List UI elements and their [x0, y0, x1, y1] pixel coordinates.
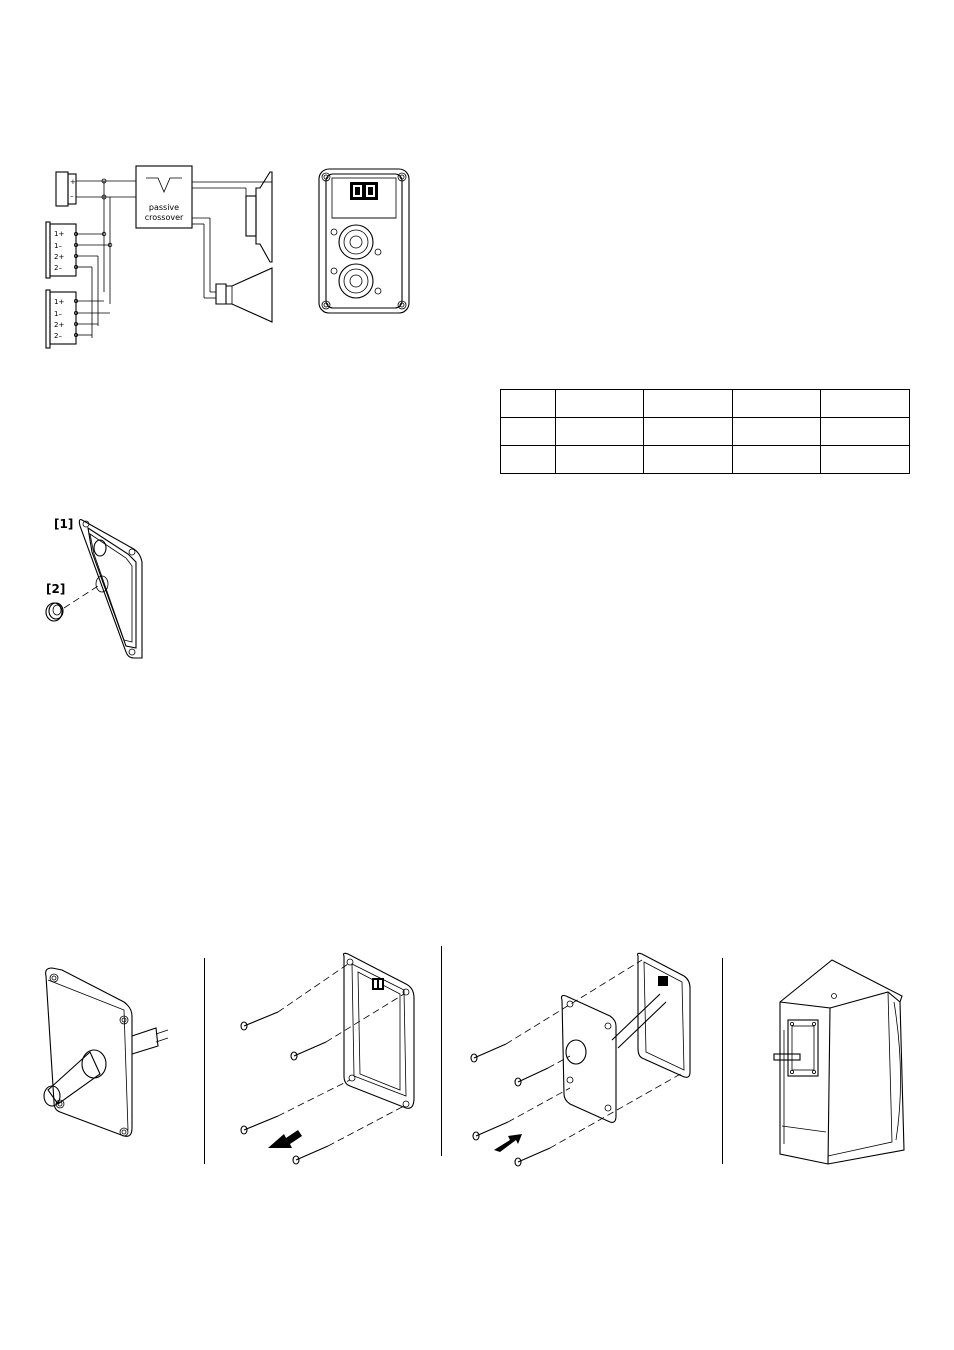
- arrow-out-icon: [268, 1130, 302, 1148]
- table-cell: [555, 417, 644, 446]
- table-cell: [500, 417, 556, 446]
- speakon-socket-1: [330, 224, 382, 260]
- table-cell: [643, 445, 733, 474]
- install-step-4: [773, 959, 905, 1165]
- install-step-2: [240, 952, 415, 1165]
- block-b-t2: 1–: [54, 310, 62, 318]
- table-row: [500, 417, 910, 446]
- spec-table: [500, 389, 910, 474]
- top-terminal-plus: +: [70, 178, 76, 186]
- connector-panel: [318, 168, 410, 314]
- table-cell: [555, 445, 644, 474]
- woofer-driver: [245, 171, 273, 263]
- screw: [470, 1043, 507, 1063]
- speakon-socket-2: [330, 263, 382, 299]
- block-b-t4: 2–: [54, 332, 62, 340]
- wiring-diagram: + – passive crossover 1+ 1– 2+: [45, 165, 273, 349]
- screw: [240, 1115, 279, 1135]
- crossover-label-line2: crossover: [145, 213, 184, 222]
- terminal-block-a: 1+ 1– 2+ 2–: [45, 221, 113, 279]
- table-cell: [820, 389, 910, 418]
- block-a-t4: 2–: [54, 264, 62, 272]
- table-cell: [555, 389, 644, 418]
- screw: [240, 1011, 279, 1031]
- block-b-t1: 1+: [54, 298, 64, 306]
- table-cell: [732, 417, 821, 446]
- install-step-1: [43, 967, 169, 1137]
- step-divider: [441, 946, 442, 1156]
- table-cell: [732, 445, 821, 474]
- block-a-t2: 1–: [54, 242, 62, 250]
- table-cell: [820, 445, 910, 474]
- block-a-t1: 1+: [54, 230, 64, 238]
- step-divider: [204, 958, 205, 1164]
- crossover-box: passive crossover: [135, 165, 193, 229]
- screw-terminal: [350, 182, 378, 200]
- terminal-block-b: 1+ 1– 2+ 2–: [45, 289, 110, 349]
- table-cell: [732, 389, 821, 418]
- table-cell: [643, 389, 733, 418]
- top-terminal-minus: –: [70, 192, 74, 200]
- callout-label-2: [2]: [46, 582, 65, 596]
- screw: [290, 1041, 327, 1061]
- block-a-t3: 2+: [54, 253, 64, 261]
- tweeter-horn: [215, 267, 273, 323]
- step-divider: [722, 958, 723, 1164]
- top-terminal-strip: + –: [55, 171, 77, 207]
- connector-plate: [773, 1019, 819, 1077]
- block-b-t3: 2+: [54, 321, 64, 329]
- screw: [292, 1145, 329, 1165]
- screw: [514, 1147, 551, 1167]
- plug-cap: [45, 602, 64, 622]
- table-cell: [500, 445, 556, 474]
- table-row: [500, 389, 910, 418]
- callout-label-1: [1]: [54, 517, 73, 531]
- plate-with-plug: [1] [2]: [45, 517, 143, 659]
- screw: [472, 1121, 509, 1141]
- arrow-in-icon: [494, 1134, 522, 1152]
- install-step-3: [470, 952, 691, 1167]
- crossover-label-line1: passive: [149, 203, 179, 212]
- table-row: [500, 445, 910, 474]
- screw: [514, 1067, 549, 1087]
- table-cell: [643, 417, 733, 446]
- table-cell: [500, 389, 556, 418]
- table-cell: [820, 417, 910, 446]
